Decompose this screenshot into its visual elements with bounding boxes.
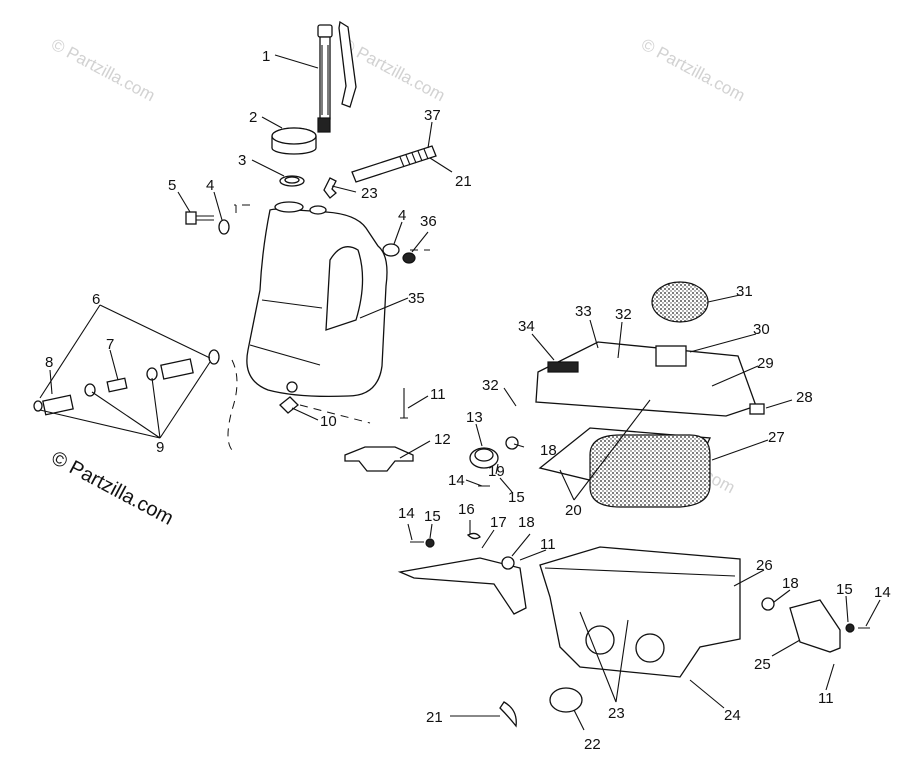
clamp-part [499, 701, 517, 728]
retainer-clip-part [749, 403, 765, 415]
callout-15-c: 15 [836, 581, 853, 598]
assembly-line-3 [299, 404, 371, 424]
leader-lines [39, 54, 881, 731]
intake-boot-part [549, 687, 583, 713]
callout-14-a: 14 [448, 472, 465, 489]
pre-filter-part [651, 281, 709, 323]
grommet-part-d [505, 436, 519, 450]
nut-part-b [845, 623, 855, 633]
bolt-part [185, 211, 214, 225]
callout-25: 25 [754, 656, 771, 673]
fuel-gauge-part [317, 20, 357, 133]
callout-26: 26 [756, 557, 773, 574]
callout-7: 7 [106, 336, 114, 353]
airbox-bracket-part [397, 557, 527, 615]
callout-1: 1 [262, 48, 270, 65]
fuel-fitting-part [279, 396, 299, 414]
callout-3: 3 [238, 152, 246, 169]
callout-14-c: 14 [874, 584, 891, 601]
callout-20: 20 [565, 502, 582, 519]
callout-11-a: 11 [430, 386, 446, 403]
callout-28: 28 [796, 389, 813, 406]
callout-33: 33 [575, 303, 592, 320]
assembly-line-1 [234, 204, 250, 215]
callout-23-a: 23 [361, 185, 378, 202]
watermark-2: © Partzilla.com [338, 35, 448, 106]
filter-cage-part [655, 345, 687, 367]
callout-10: 10 [320, 413, 337, 430]
callout-6: 6 [92, 291, 100, 308]
callout-16: 16 [458, 501, 475, 518]
callout-35: 35 [408, 290, 425, 307]
callout-30: 30 [753, 321, 770, 338]
air-filter-part [589, 434, 711, 508]
callout-27: 27 [768, 429, 785, 446]
washer-part-2 [382, 243, 400, 257]
watermark-1: © Partzilla.com [48, 35, 158, 106]
callout-31: 31 [736, 283, 753, 300]
assembly-line-2 [227, 359, 238, 451]
vent-hose-part [351, 145, 437, 183]
callout-13: 13 [466, 409, 483, 426]
callout-15-b: 15 [424, 508, 441, 525]
callout-34: 34 [518, 318, 535, 335]
fuel-line-assembly [33, 349, 220, 416]
callout-32-a: 32 [482, 377, 499, 394]
screw-part-a [410, 485, 870, 629]
callout-18-a: 18 [540, 442, 557, 459]
callout-18-b: 18 [518, 514, 535, 531]
callout-15-a: 15 [508, 489, 525, 506]
grommet-part-c [501, 556, 515, 570]
watermark-group: © Partzilla.com © Partzilla.com © Partzi… [48, 35, 748, 498]
callout-12: 12 [434, 431, 451, 448]
fuel-tank-part [246, 201, 388, 398]
washer-part [218, 219, 230, 235]
tank-cap-part [271, 127, 317, 155]
callout-24: 24 [724, 707, 741, 724]
callout-19: 19 [488, 463, 505, 480]
callout-21-a: 21 [455, 173, 472, 190]
callout-22: 22 [584, 736, 601, 753]
grommet-part [466, 532, 481, 540]
grommet-part-b [761, 597, 775, 611]
mount-plate-part [789, 599, 841, 653]
nut-part-a [425, 538, 435, 548]
switch-part [469, 447, 499, 469]
callout-36: 36 [420, 213, 437, 230]
callout-23-b: 23 [608, 705, 625, 722]
callout-9: 9 [156, 439, 164, 456]
callout-21-b: 21 [426, 709, 443, 726]
airbox-part [539, 546, 741, 678]
callout-4-a: 4 [206, 177, 214, 194]
callout-29: 29 [757, 355, 774, 372]
callout-4-b: 4 [398, 207, 406, 224]
tank-pad-part [325, 246, 364, 331]
callout-2: 2 [249, 109, 257, 126]
callout-labels: 1 2 3 37 21 23 5 4 4 36 35 6 7 8 9 10 11… [45, 48, 891, 753]
callout-11-c: 11 [818, 690, 834, 707]
callout-8: 8 [45, 354, 53, 371]
nut-part [402, 252, 416, 264]
callout-17: 17 [490, 514, 507, 531]
callout-32-b: 32 [615, 306, 632, 323]
drain-screw-part [400, 388, 408, 419]
callout-14-b: 14 [398, 505, 415, 522]
callout-37: 37 [424, 107, 441, 124]
copyright-text: © Partzilla.com [48, 447, 177, 530]
cap-gasket-part [279, 175, 305, 187]
watermark-3: © Partzilla.com [638, 35, 748, 106]
callout-5: 5 [168, 177, 176, 194]
cover-decal-part [547, 361, 579, 373]
tank-bracket-part [344, 446, 414, 472]
callout-11-b: 11 [540, 536, 556, 553]
vent-elbow-part [323, 177, 337, 199]
callout-18-c: 18 [782, 575, 799, 592]
